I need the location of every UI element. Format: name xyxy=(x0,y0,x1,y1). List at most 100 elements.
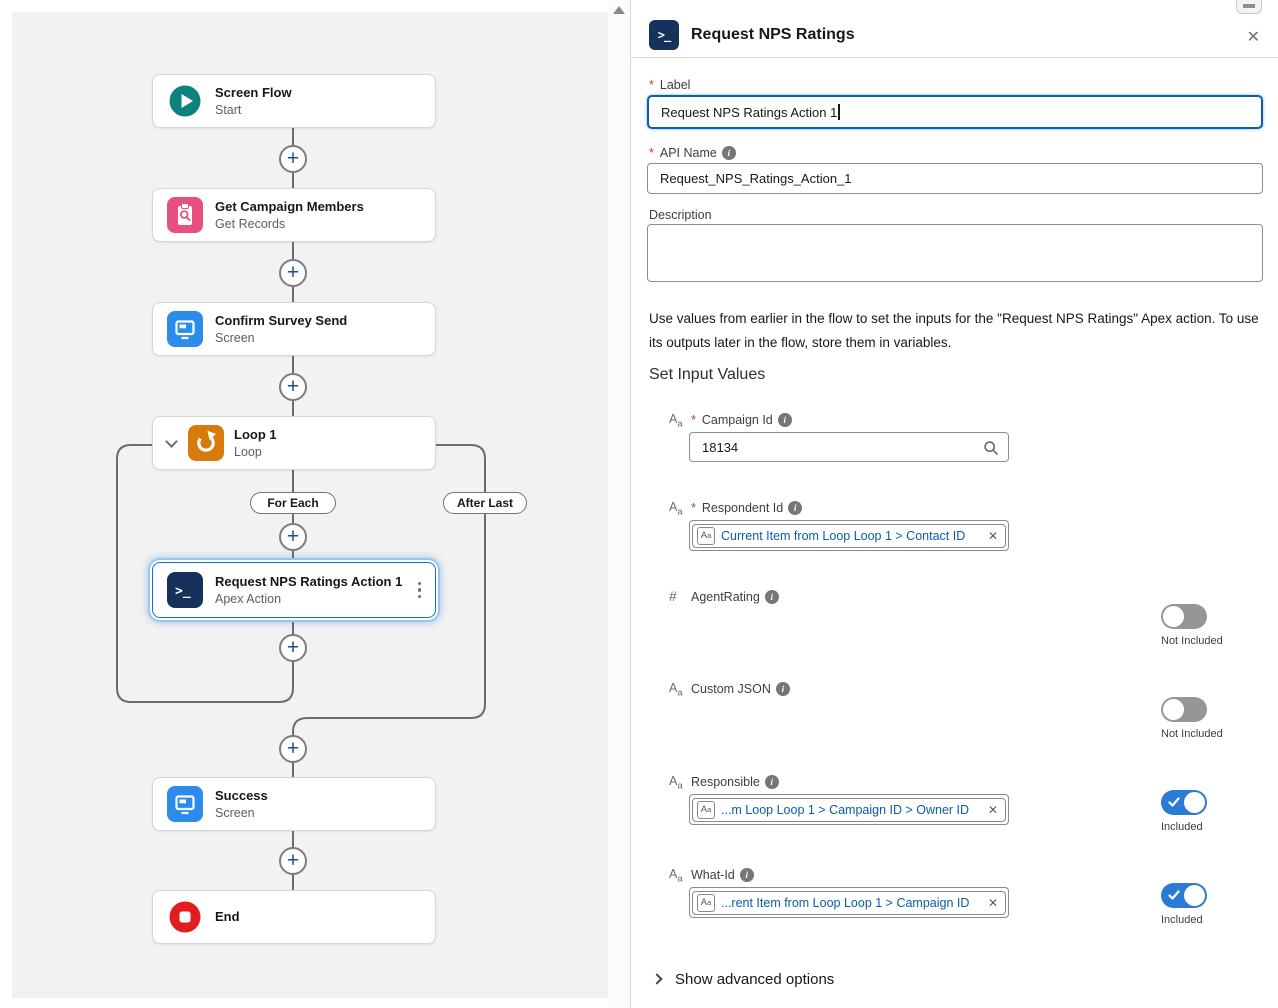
end-stop-icon xyxy=(169,901,201,933)
scroll-up-icon[interactable] xyxy=(613,6,625,14)
node-subtitle: Apex Action xyxy=(215,591,282,606)
flow-canvas[interactable]: Screen Flow Start + Get Campaign Members… xyxy=(12,12,608,998)
node-title: Loop 1 xyxy=(234,427,277,443)
agentrating-label: AgentRating i xyxy=(691,590,779,604)
panel-title: Request NPS Ratings xyxy=(691,26,855,43)
node-title: Screen Flow xyxy=(215,85,292,101)
node-subtitle: Start xyxy=(215,102,242,117)
flow-node-get-campaign-members[interactable]: Get Campaign Members Get Records xyxy=(152,188,436,242)
custom-json-include-toggle[interactable] xyxy=(1161,697,1207,722)
branch-label-for-each: For Each xyxy=(250,492,336,514)
plus-connector-icon: + xyxy=(286,848,300,872)
kebab-menu-icon[interactable] xyxy=(417,581,421,599)
info-icon[interactable]: i xyxy=(775,682,790,696)
what-id-toggle-label: Included xyxy=(1161,914,1203,926)
campaign-id-label: * Campaign Id i xyxy=(691,413,792,427)
info-icon[interactable]: i xyxy=(788,501,803,515)
api-name-input[interactable] xyxy=(647,163,1263,194)
node-title: Confirm Survey Send xyxy=(215,313,348,329)
description-textarea[interactable] xyxy=(647,224,1263,282)
agentrating-toggle-label: Not Included xyxy=(1161,635,1223,647)
text-type-icon: Aa xyxy=(669,412,683,430)
svg-text:>_: >_ xyxy=(175,584,191,599)
flow-node-confirm-survey-send[interactable]: Confirm Survey Send Screen xyxy=(152,302,436,356)
add-element-button[interactable]: + xyxy=(279,145,307,173)
add-element-button[interactable]: + xyxy=(279,259,307,287)
respondent-id-label: * Respondent Id i xyxy=(691,501,803,515)
number-type-icon: # xyxy=(669,588,677,604)
api-name-field-label: * API Name i xyxy=(649,146,736,160)
info-icon[interactable]: i xyxy=(721,146,736,160)
node-title: End xyxy=(215,908,240,924)
campaign-id-input[interactable] xyxy=(689,432,1009,462)
flow-node-request-nps-ratings-action-1[interactable]: >_ Request NPS Ratings Action 1 Apex Act… xyxy=(152,562,436,618)
check-icon xyxy=(1168,890,1180,900)
close-icon[interactable]: ✕ xyxy=(1246,29,1260,46)
set-input-values-heading: Set Input Values xyxy=(649,366,766,383)
responsible-toggle-label: Included xyxy=(1161,821,1203,833)
search-icon[interactable] xyxy=(983,440,999,456)
responsible-label: Responsible i xyxy=(691,775,779,789)
canvas-vertical-scrollbar[interactable] xyxy=(608,0,630,1008)
agentrating-include-toggle[interactable] xyxy=(1161,604,1207,629)
description-field-label: Description xyxy=(649,208,712,222)
custom-json-toggle-label: Not Included xyxy=(1161,728,1223,740)
apex-action-property-panel: >_ Request NPS Ratings ✕ * Label Request… xyxy=(630,0,1278,1008)
node-title: Get Campaign Members xyxy=(215,199,364,215)
node-subtitle: Loop xyxy=(234,444,262,459)
remove-pill-icon[interactable]: ✕ xyxy=(987,528,998,543)
info-icon[interactable]: i xyxy=(777,413,792,427)
what-id-include-toggle[interactable] xyxy=(1161,883,1207,908)
info-icon[interactable]: i xyxy=(739,868,754,882)
get-records-clipboard-icon xyxy=(167,197,203,233)
info-icon[interactable]: i xyxy=(764,775,779,789)
screen-monitor-icon xyxy=(167,786,203,822)
text-caret xyxy=(838,104,840,120)
add-element-button[interactable]: + xyxy=(279,847,307,875)
remove-pill-icon[interactable]: ✕ xyxy=(987,895,998,910)
show-advanced-options-link[interactable]: Show advanced options xyxy=(675,971,835,988)
text-type-icon: Aa xyxy=(669,867,683,885)
plus-connector-icon: + xyxy=(286,260,300,284)
node-subtitle: Get Records xyxy=(215,216,286,231)
apex-terminal-icon: >_ xyxy=(167,572,203,608)
flow-node-start[interactable]: Screen Flow Start xyxy=(152,74,436,128)
plus-connector-icon: + xyxy=(286,736,300,760)
add-element-button[interactable]: + xyxy=(279,373,307,401)
plus-connector-icon: + xyxy=(286,374,300,398)
text-type-icon: Aa xyxy=(669,774,683,792)
chevron-down-icon[interactable] xyxy=(165,434,178,448)
flow-node-end[interactable]: End xyxy=(152,890,436,944)
apex-terminal-icon: >_ xyxy=(649,20,679,50)
node-subtitle: Screen xyxy=(215,805,255,820)
add-element-button[interactable]: + xyxy=(279,634,307,662)
what-id-label: What-Id i xyxy=(691,868,754,882)
add-element-button[interactable]: + xyxy=(279,735,307,763)
plus-connector-icon: + xyxy=(286,146,300,170)
remove-pill-icon[interactable]: ✕ xyxy=(987,802,998,817)
flow-node-loop-1[interactable]: Loop 1 Loop xyxy=(152,416,436,470)
chevron-right-icon[interactable] xyxy=(651,973,663,985)
label-input[interactable]: Request NPS Ratings Action 1 xyxy=(647,95,1263,129)
node-title: Request NPS Ratings Action 1 xyxy=(215,574,403,590)
label-field-label: * Label xyxy=(649,78,691,92)
info-icon[interactable]: i xyxy=(764,590,779,604)
play-start-icon xyxy=(169,85,201,117)
responsible-include-toggle[interactable] xyxy=(1161,790,1207,815)
cut-off-toolbar-button[interactable] xyxy=(1236,0,1262,14)
apex-help-text: Use values from earlier in the flow to s… xyxy=(649,311,1259,351)
node-subtitle: Screen xyxy=(215,330,255,345)
plus-connector-icon: + xyxy=(286,635,300,659)
flow-node-success[interactable]: Success Screen xyxy=(152,777,436,831)
screen-monitor-icon xyxy=(167,311,203,347)
add-element-button[interactable]: + xyxy=(279,523,307,551)
loop-refresh-icon xyxy=(188,425,224,461)
